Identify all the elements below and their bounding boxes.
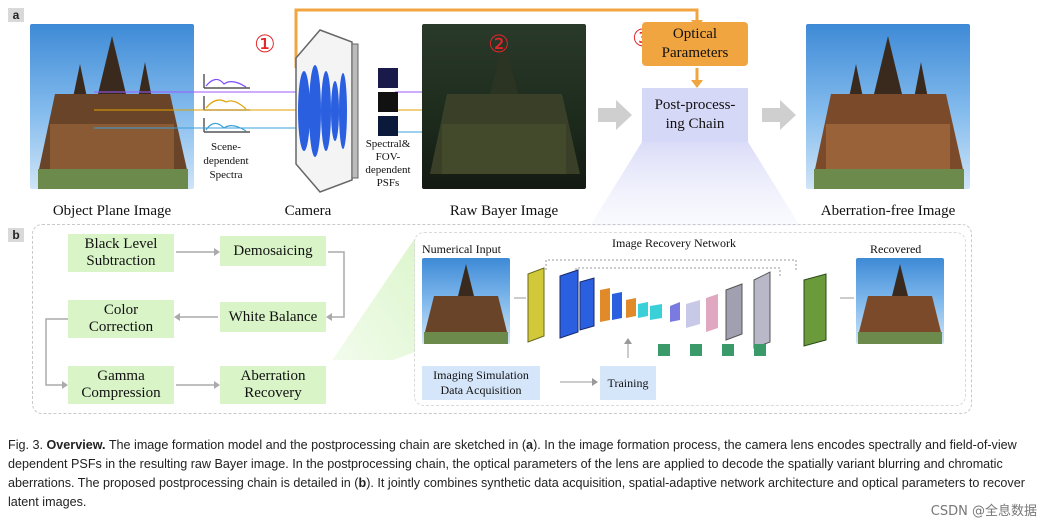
step-white-balance: White Balance — [220, 302, 326, 332]
marker-2: ② — [488, 30, 510, 58]
step-black-level: Black Level Subtraction — [68, 234, 174, 272]
caption-a: a — [526, 438, 534, 452]
aberration-free-photo — [806, 24, 970, 189]
pipeline-arrows — [45, 248, 345, 389]
panel-b-tag: b — [8, 228, 24, 242]
panel-a-tag: a — [8, 8, 24, 22]
network-frame — [414, 232, 966, 406]
recovered-label: Recovered — [870, 242, 922, 256]
optical-parameters-box: Optical Parameters — [642, 22, 748, 66]
marker-1: ① — [254, 30, 276, 58]
caption-text-1: The image formation model and the postpr… — [105, 438, 527, 452]
projection-cone — [332, 142, 800, 360]
scene-spectra-label: Scene- dependent Spectra — [203, 141, 249, 181]
step-aberration-recovery: Aberration Recovery — [220, 366, 326, 404]
gray-arrow-2 — [762, 100, 796, 130]
caption-bold: Overview. — [46, 438, 106, 452]
raw-bayer-photo — [422, 24, 586, 189]
caption-b: b — [358, 476, 367, 490]
caption-fig: Fig. 3. — [8, 438, 43, 452]
psf-box-3 — [378, 116, 398, 136]
step-demosaicing: Demosaicing — [220, 236, 326, 266]
network-title: Image Recovery Network — [612, 236, 736, 250]
camera-lens-icon — [295, 29, 359, 193]
psf-box-1 — [378, 68, 398, 88]
caption-camera: Camera — [284, 203, 332, 219]
church-icon — [38, 36, 188, 189]
sim-to-training-arrow — [560, 378, 598, 386]
panel-b-frame — [32, 224, 972, 414]
watermark: CSDN @全息数据 — [930, 504, 1037, 519]
step-color-correction: Color Correction — [68, 300, 174, 338]
caption-raw-bayer: Raw Bayer Image — [449, 203, 559, 219]
network-diagram — [514, 259, 854, 358]
training-box: Training — [600, 366, 656, 400]
caption-object-plane: Object Plane Image — [52, 203, 172, 219]
gray-arrow-1 — [598, 100, 632, 130]
recovered-photo — [856, 258, 944, 344]
step-gamma-compression: Gamma Compression — [68, 366, 174, 404]
caption-text-3: ). It jointly combines synthetic data ac… — [8, 476, 1025, 509]
post-processing-box: Post-process- ing Chain — [642, 88, 748, 142]
caption-aberration-free: Aberration-free Image — [820, 203, 956, 219]
imaging-simulation-box: Imaging Simulation Data Acquisition — [422, 366, 540, 400]
numerical-input-label: Numerical Input — [422, 242, 501, 256]
numerical-input-photo — [422, 258, 510, 344]
figure-caption: Fig. 3. Overview. The image formation mo… — [8, 436, 1043, 512]
psfs-label: Spectral& FOV- dependent PSFs — [365, 138, 411, 189]
psf-box-2 — [378, 92, 398, 112]
object-plane-photo — [30, 24, 194, 189]
caption-text-2: ). In the image formation process, the c… — [8, 438, 1017, 490]
